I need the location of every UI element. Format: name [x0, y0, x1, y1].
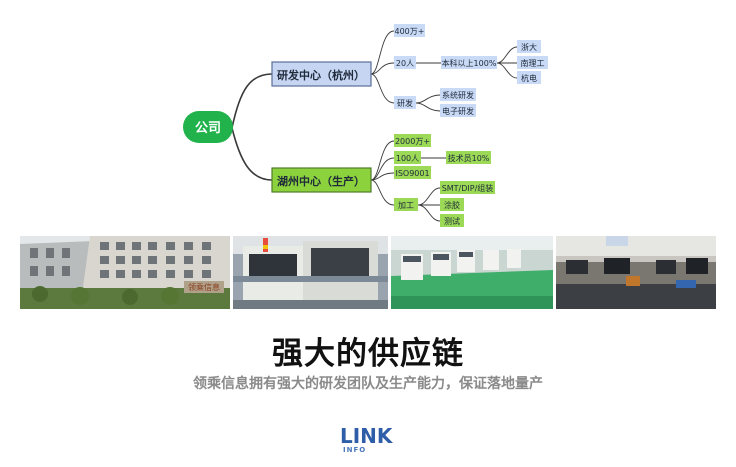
- leaf-technician-label: 技术员10%: [448, 153, 490, 163]
- logo-main-text: LINK: [340, 424, 393, 448]
- leaf-njust-label: 南理工: [521, 58, 545, 68]
- leaf-njust: 南理工: [517, 56, 548, 69]
- production-line-photo: [391, 236, 553, 309]
- leaf-hdu-label: 杭电: [521, 73, 537, 83]
- branch-production-center: 湖州中心（生产）: [271, 167, 372, 193]
- leaf-staff-rd-label: 20人: [396, 59, 414, 68]
- link-info-logo: LINK INFO: [340, 424, 400, 460]
- leaf-budget-rd-label: 400万+: [395, 27, 425, 36]
- leaf-iso: ISO9001: [394, 166, 431, 179]
- smt-machine-photo: [233, 236, 388, 309]
- leaf-zju: 浙大: [517, 40, 541, 53]
- branch-rd-center-label: 研发中心（杭州）: [277, 68, 365, 82]
- logo-sub-text: INFO: [343, 446, 367, 454]
- leaf-smt: SMT/DIP/组装: [440, 181, 495, 194]
- rd-lab-photo: [556, 236, 716, 309]
- leaf-budget-prod-label: 2000万+: [395, 137, 430, 146]
- branch-production-center-label: 湖州中心（生产）: [277, 174, 365, 188]
- photo-strip: 领乘信息: [20, 236, 716, 309]
- leaf-budget-prod: 2000万+: [394, 134, 431, 147]
- leaf-electronic-rd-label: 电子研发: [442, 106, 474, 116]
- leaf-coating: 涂胶: [440, 198, 464, 211]
- leaf-zju-label: 浙大: [521, 42, 537, 52]
- leaf-staff-rd: 20人: [394, 56, 416, 69]
- leaf-iso-label: ISO9001: [395, 169, 429, 178]
- page-subtitle: 领乘信息拥有强大的研发团队及生产能力，保证落地量产: [193, 376, 543, 392]
- leaf-rd: 研发: [394, 96, 416, 109]
- leaf-system-rd-label: 系统研发: [442, 90, 474, 100]
- leaf-hdu: 杭电: [517, 71, 541, 84]
- root-label: 公司: [195, 121, 221, 136]
- office-building-photo: 领乘信息: [20, 236, 230, 309]
- leaf-smt-label: SMT/DIP/组装: [442, 183, 494, 193]
- leaf-rd-label: 研发: [397, 98, 413, 108]
- leaf-staff-prod-label: 100人: [396, 154, 419, 163]
- leaf-coating-label: 涂胶: [444, 200, 460, 210]
- leaf-electronic-rd: 电子研发: [440, 104, 476, 117]
- leaf-staff-prod: 100人: [394, 151, 421, 164]
- root-node: 公司: [183, 111, 233, 143]
- leaf-technician: 技术员10%: [446, 151, 491, 164]
- leaf-testing-label: 测试: [444, 216, 460, 226]
- leaf-degree-label: 本科以上100%: [442, 58, 497, 68]
- leaf-budget-rd: 400万+: [394, 24, 425, 37]
- leaf-processing: 加工: [394, 198, 418, 211]
- mindmap-connectors: [231, 73, 273, 181]
- leaf-testing: 测试: [440, 214, 464, 227]
- leaf-system-rd: 系统研发: [440, 88, 476, 101]
- mindmap-diagram: 公司 研发中心（杭州） 湖州中心（生产） 400万+ 20人 本科以上100% …: [183, 24, 548, 227]
- page-headline: 强大的供应链: [272, 336, 464, 372]
- branch-rd-center: 研发中心（杭州）: [271, 61, 372, 87]
- leaf-processing-label: 加工: [398, 200, 414, 210]
- leaf-degree: 本科以上100%: [441, 56, 497, 69]
- building-sign: 领乘信息: [188, 282, 220, 292]
